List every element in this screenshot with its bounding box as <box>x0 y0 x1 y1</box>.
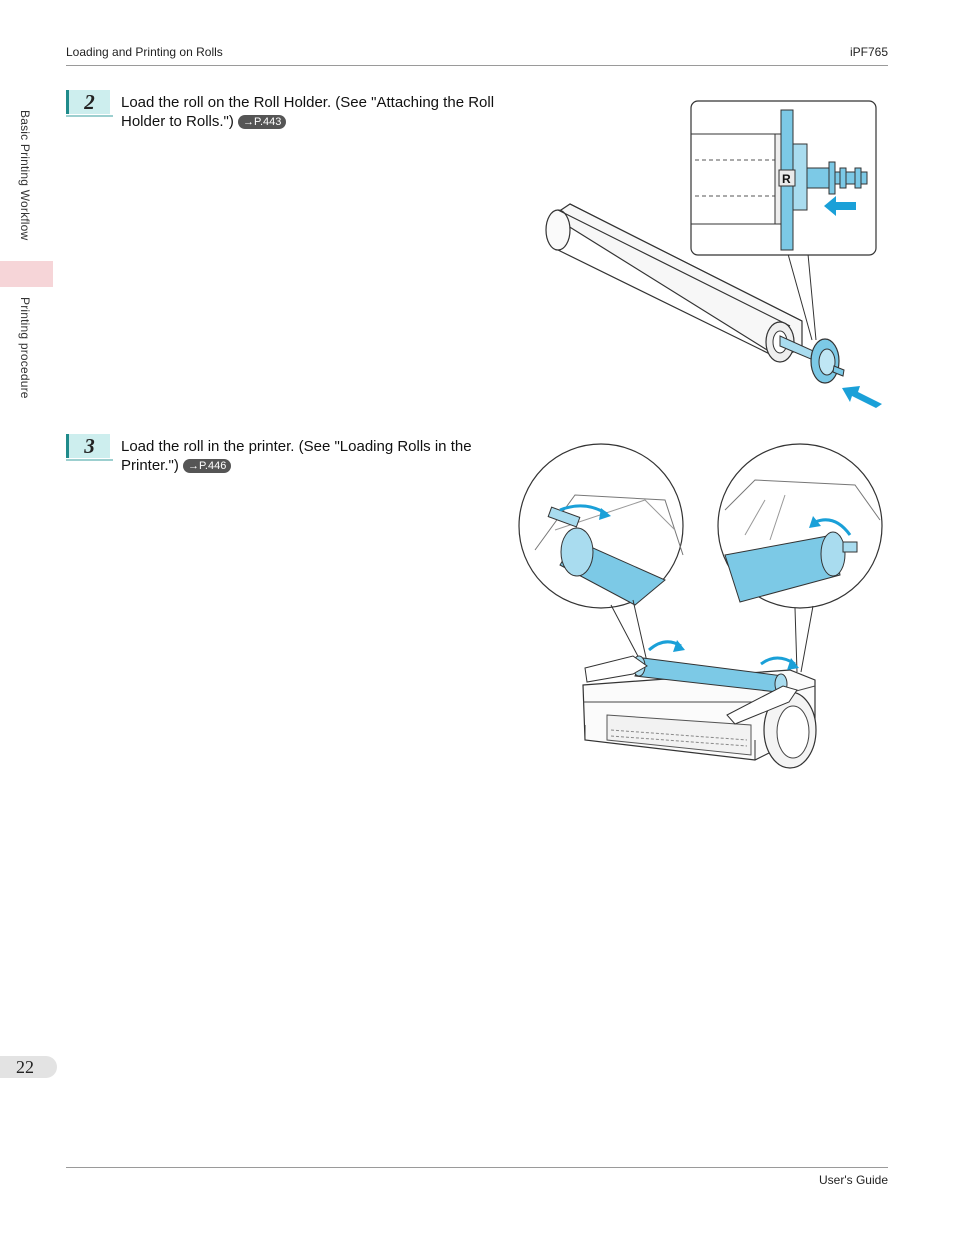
step-3-page-link[interactable]: →P.446 <box>183 459 232 473</box>
roll-holder <box>779 335 845 384</box>
printer-loading-illustration <box>518 443 883 769</box>
right-hand <box>726 685 798 725</box>
printer-body <box>582 669 817 769</box>
right-holder-detail-circle <box>717 443 883 609</box>
header-divider <box>66 65 888 66</box>
footer-guide-title: User's Guide <box>819 1173 888 1187</box>
step-2-badge: 2 <box>66 89 113 117</box>
roll-holder-illustration: R <box>545 100 882 408</box>
sidebar-subsection-label: Printing procedure <box>18 297 32 399</box>
step-3-text: Load the roll in the printer. (See "Load… <box>121 438 472 474</box>
insert-direction-arrow <box>842 386 882 408</box>
left-holder-detail-circle <box>518 443 684 609</box>
footer-divider <box>66 1167 888 1168</box>
step-2-instruction: Load the roll on the Roll Holder. (See "… <box>121 93 521 131</box>
step-3-instruction: Load the roll in the printer. (See "Load… <box>121 437 501 475</box>
slide-left-arrow <box>824 196 856 216</box>
page-number-tab: 22 <box>0 1056 57 1078</box>
roll-holder-side-label: R <box>782 172 791 186</box>
header-model-name: iPF765 <box>849 45 888 59</box>
roll-holder-detail-callout: R <box>690 100 877 256</box>
sidebar-section-label: Basic Printing Workflow <box>18 110 32 241</box>
sidebar-section-tab[interactable] <box>0 261 53 287</box>
page-number: 22 <box>16 1057 34 1077</box>
step-2-number: 2 <box>84 89 95 114</box>
step-3-number: 3 <box>84 433 95 458</box>
step-3-badge: 3 <box>66 433 113 461</box>
step-2-text: Load the roll on the Roll Holder. (See "… <box>121 94 495 130</box>
left-hand <box>584 655 648 683</box>
header-chapter-title: Loading and Printing on Rolls <box>66 45 223 59</box>
step-2-page-link[interactable]: →P.443 <box>238 115 287 129</box>
